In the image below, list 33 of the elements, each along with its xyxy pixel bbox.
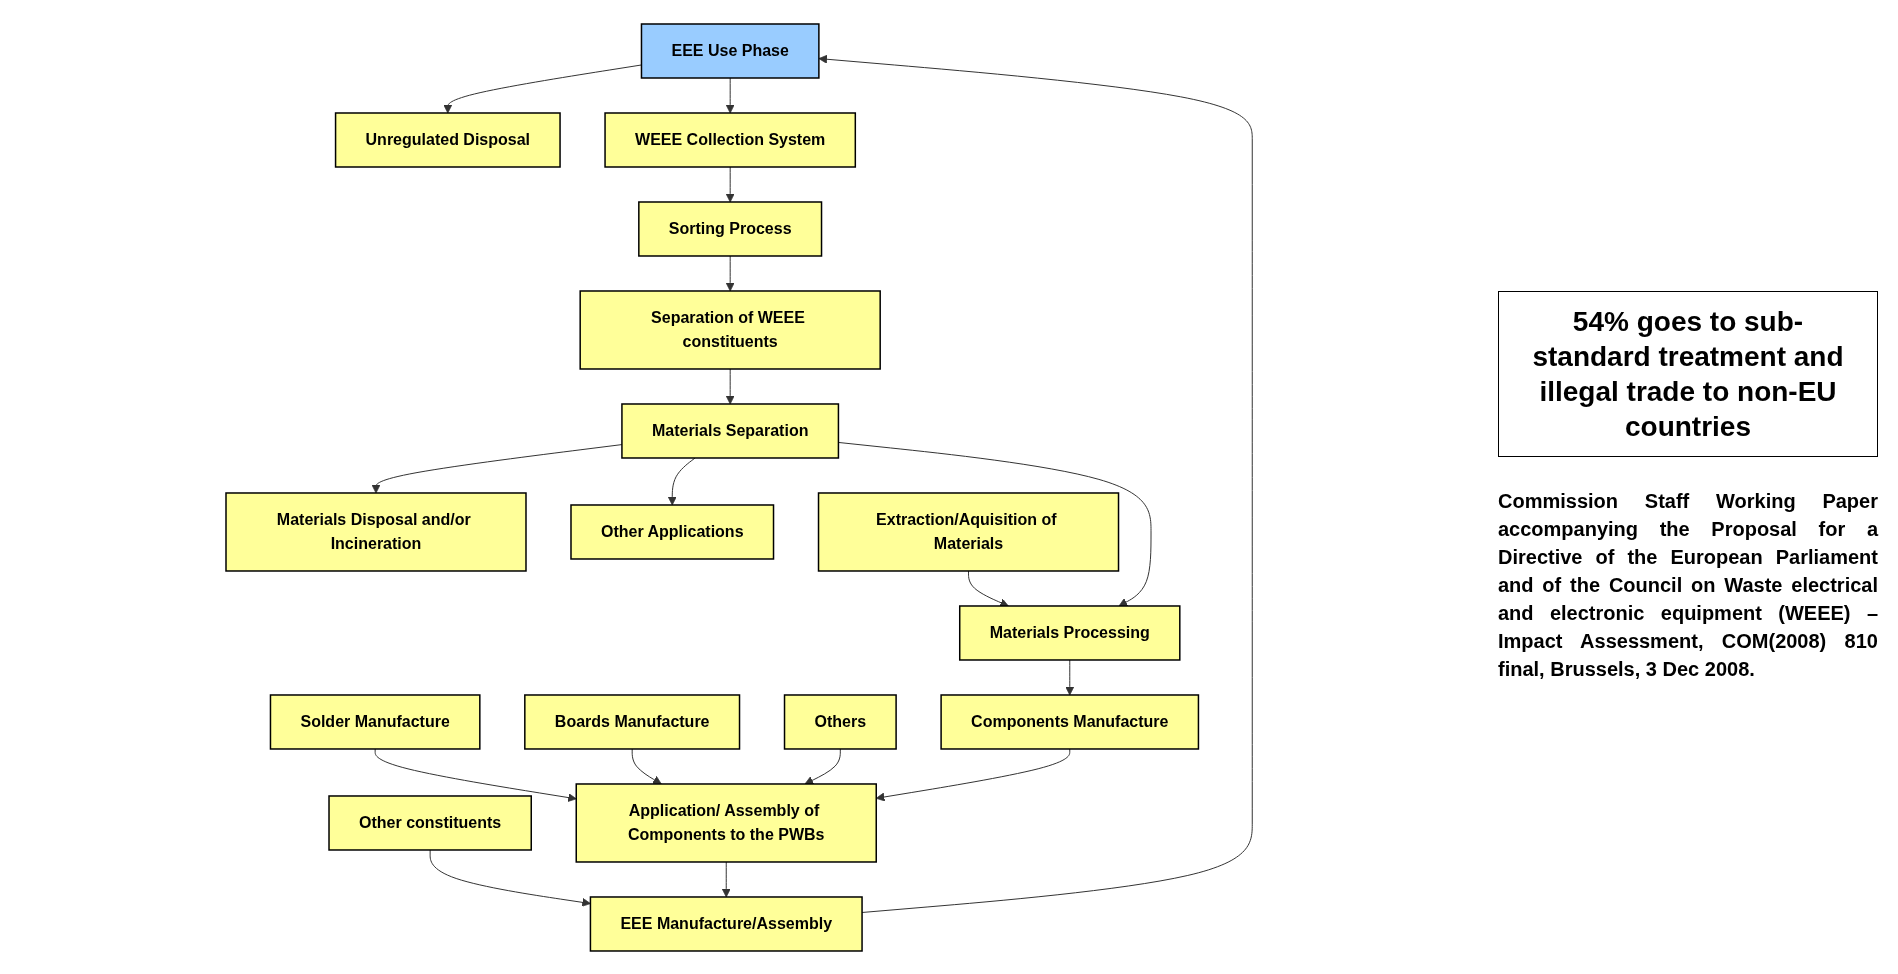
node-box: Other constituents <box>328 794 532 851</box>
arrow <box>725 368 735 404</box>
arrow <box>725 77 735 113</box>
arrow <box>1065 659 1075 695</box>
node-box: Solder Manufacture <box>269 693 481 750</box>
node-box: EEE Use Phase <box>640 22 820 79</box>
note-box: 54% goes to sub-standard treatment and illegal trade to non-EU countries <box>1498 291 1878 457</box>
arrow <box>429 849 591 907</box>
node-box: Materials Disposal and/or Incineration <box>225 491 527 572</box>
arrow <box>631 748 662 784</box>
source-note: Commission Staff Working Paper accompanying the Proposal for a Directive of the European Parliament and of the Council on Waste electrical and electronic equipment (WEEE) – Impact Assessment, COM(2008) 810 final, Brussels, 3 Dec 2008. <box>1498 489 1878 682</box>
node-box: Others <box>783 693 897 750</box>
node-box: WEEE Collection System <box>604 111 856 168</box>
node-box: Other Applications <box>570 503 775 560</box>
arrow <box>443 64 642 113</box>
node-box: Unregulated Disposal <box>334 111 561 168</box>
node-box: Separation of WEEE constituents <box>579 289 881 370</box>
node-box: Sorting Process <box>637 200 823 257</box>
node-box: Materials Separation <box>621 402 840 459</box>
arrow <box>721 861 731 897</box>
node-box: Components Manufacture <box>940 693 1200 750</box>
node-box: Boards Manufacture <box>523 693 741 750</box>
node-box: Materials Processing <box>958 604 1181 661</box>
arrow <box>967 570 1009 607</box>
arrow <box>725 255 735 291</box>
arrow <box>725 166 735 202</box>
arrow <box>667 457 696 505</box>
arrow <box>804 748 841 784</box>
arrow <box>818 54 1253 913</box>
node-box: EEE Manufacture/Assembly <box>589 895 863 952</box>
node-box: Extraction/Aquisition of Materials <box>817 491 1120 572</box>
node-box: Application/ Assembly of Components to the PWBs <box>575 782 877 863</box>
arrow <box>374 748 577 802</box>
